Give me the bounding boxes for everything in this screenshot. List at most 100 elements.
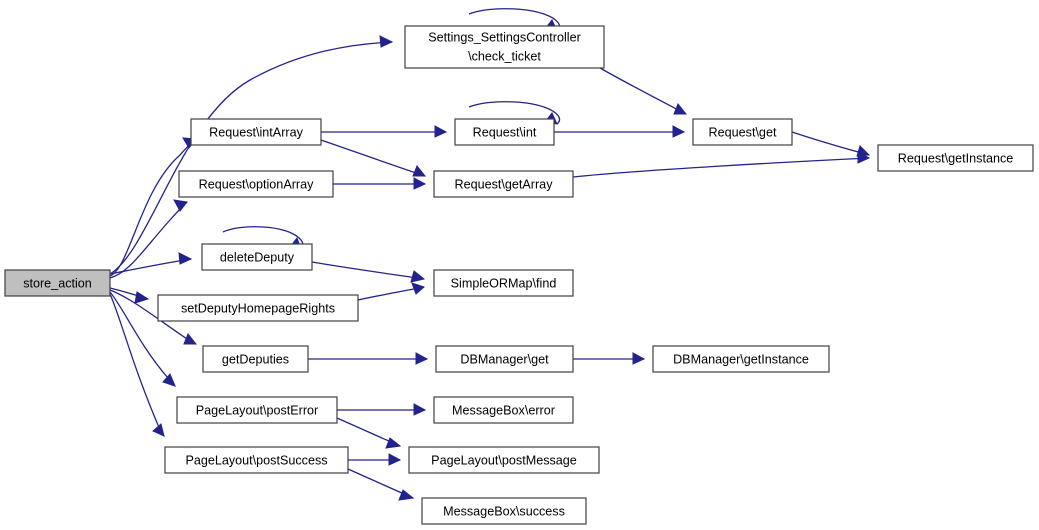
- graph-node-deleteDeputy[interactable]: deleteDeputy: [201, 243, 313, 271]
- graph-node-dbmanager_get[interactable]: DBManager\get: [435, 345, 574, 373]
- arrowhead-icon: [411, 282, 425, 295]
- edge-store_action-to-getDeputies: [109, 289, 198, 345]
- node-label: SimpleORMap\find: [451, 276, 557, 290]
- arrowhead-icon: [673, 103, 688, 115]
- node-box[interactable]: [421, 497, 587, 525]
- graph-node-int[interactable]: Request\int: [454, 118, 555, 146]
- arrowhead-icon: [134, 291, 150, 304]
- arrowhead-icon: [413, 403, 427, 416]
- node-label-line2: \check_ticket: [468, 49, 541, 63]
- edge-get-to-getInstance: [791, 131, 871, 157]
- graph-node-messagebox_error[interactable]: MessageBox\error: [433, 396, 574, 424]
- edge-line: [109, 41, 393, 275]
- arrowhead-icon: [672, 125, 686, 138]
- graph-node-getDeputies[interactable]: getDeputies: [202, 345, 309, 373]
- arrowhead-icon: [388, 453, 402, 466]
- arrowhead-icon: [410, 270, 426, 283]
- graph-node-optionArray[interactable]: Request\optionArray: [178, 170, 334, 198]
- node-label: deleteDeputy: [220, 250, 295, 264]
- node-box[interactable]: [435, 345, 574, 373]
- node-label: getDeputies: [222, 352, 289, 366]
- graph-node-postError[interactable]: PageLayout\postError: [176, 396, 338, 424]
- graph-node-intArray[interactable]: Request\intArray: [190, 118, 322, 146]
- edge-int-to-get: [554, 125, 686, 138]
- edge-deleteDeputy-to-simpleormap_find: [311, 261, 426, 283]
- arrowhead-icon: [173, 199, 188, 212]
- node-label: PageLayout\postError: [196, 403, 319, 417]
- edge-postError-to-messagebox_error: [337, 403, 427, 416]
- node-box[interactable]: [433, 170, 574, 198]
- arrowhead-icon: [385, 437, 402, 449]
- node-label: Request\intArray: [209, 125, 303, 139]
- node-label: setDeputyHomepageRights: [181, 301, 335, 315]
- edge-line: [320, 139, 426, 177]
- edge-store_action-to-postError: [109, 291, 176, 387]
- node-label: Request\getInstance: [898, 151, 1014, 165]
- arrowhead-icon: [632, 352, 646, 365]
- arrowhead-icon: [152, 423, 165, 437]
- edge-optionArray-to-getArray: [333, 177, 427, 190]
- edge-store_action-to-setDeputyHomepageRights: [109, 287, 150, 304]
- arrowhead-icon: [412, 165, 427, 177]
- arrowhead-icon: [183, 333, 198, 345]
- graph-node-messagebox_success[interactable]: MessageBox\success: [421, 497, 587, 525]
- arrowhead-icon: [434, 125, 448, 138]
- graph-node-simpleormap_find[interactable]: SimpleORMap\find: [433, 269, 574, 297]
- edge-store_action-to-optionArray: [109, 199, 188, 279]
- node-box[interactable]: [176, 396, 338, 424]
- node-box[interactable]: [190, 118, 322, 146]
- node-label: store_action: [23, 276, 92, 290]
- node-box[interactable]: [157, 294, 359, 322]
- arrowhead-icon: [379, 35, 394, 48]
- node-box[interactable]: [408, 446, 600, 474]
- edge-line: [791, 131, 870, 156]
- arrowhead-icon: [162, 373, 176, 387]
- node-box[interactable]: [652, 345, 830, 373]
- node-box[interactable]: [164, 446, 349, 474]
- edge-line: [468, 101, 561, 125]
- edge-getDeputies-to-dbmanager_get: [308, 352, 429, 365]
- graph-node-getArray[interactable]: Request\getArray: [433, 170, 574, 198]
- arrowhead-icon: [413, 177, 427, 190]
- node-box[interactable]: [4, 269, 111, 297]
- node-box[interactable]: [201, 243, 313, 271]
- edge-line: [572, 157, 870, 178]
- node-label: MessageBox\success: [443, 504, 565, 518]
- graph-node-get[interactable]: Request\get: [692, 118, 793, 146]
- graph-node-dbmanager_getInstance[interactable]: DBManager\getInstance: [652, 345, 830, 373]
- graph-node-postSuccess[interactable]: PageLayout\postSuccess: [164, 446, 349, 474]
- node-box[interactable]: [433, 269, 574, 297]
- node-box[interactable]: [692, 118, 793, 146]
- edge-store_action-to-deleteDeputy: [109, 252, 193, 275]
- node-label: Request\getArray: [454, 177, 553, 191]
- arrowhead-icon: [857, 151, 871, 164]
- graph-node-setDeputyHomepageRights[interactable]: setDeputyHomepageRights: [157, 294, 359, 322]
- edge-line: [599, 67, 687, 115]
- edge-intArray-to-getArray: [320, 139, 427, 177]
- node-label-line1: Settings_SettingsController: [428, 30, 581, 44]
- graph-node-postMessage[interactable]: PageLayout\postMessage: [408, 446, 600, 474]
- node-box[interactable]: [202, 345, 309, 373]
- node-box[interactable]: [454, 118, 555, 146]
- edge-line: [109, 293, 165, 437]
- edge-dbmanager_get-to-dbmanager_getInstance: [573, 352, 646, 365]
- node-box[interactable]: [178, 170, 334, 198]
- edge-setDeputyHomepageRights-to-simpleormap_find: [357, 282, 425, 301]
- edge-getArray-to-getInstance: [572, 151, 871, 178]
- graph-node-getInstance[interactable]: Request\getInstance: [877, 144, 1034, 172]
- arrowhead-icon: [398, 489, 415, 501]
- node-label: DBManager\get: [460, 352, 549, 366]
- edge-check_ticket-to-get: [599, 67, 688, 115]
- node-label: PageLayout\postMessage: [431, 453, 577, 467]
- edge-store_action-to-postSuccess: [109, 293, 165, 437]
- node-label: Request\get: [709, 125, 777, 139]
- node-box[interactable]: [877, 144, 1034, 172]
- graph-node-store_action[interactable]: store_action: [4, 269, 111, 297]
- edge-store_action-to-check_ticket: [109, 35, 394, 275]
- node-label: DBManager\getInstance: [673, 352, 809, 366]
- node-box[interactable]: [433, 396, 574, 424]
- node-box[interactable]: [404, 25, 605, 69]
- graph-node-check_ticket[interactable]: Settings_SettingsController \check_ticket: [404, 25, 605, 69]
